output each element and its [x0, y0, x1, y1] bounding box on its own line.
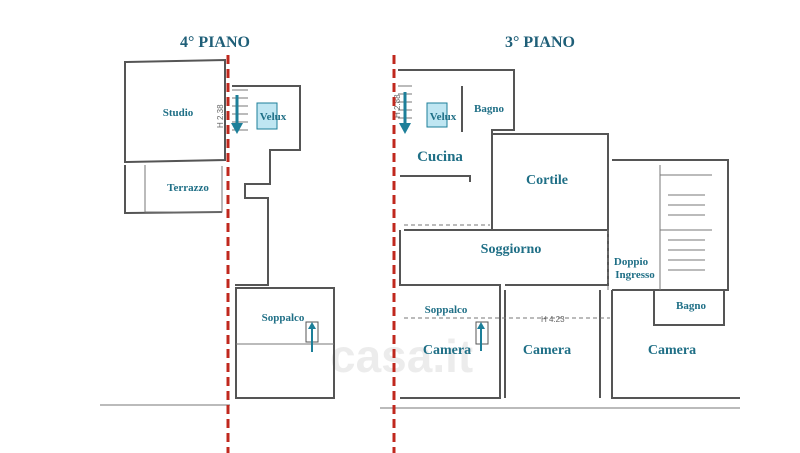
- height-label: H 2.88: [393, 94, 402, 118]
- room-label: Cucina: [417, 149, 463, 165]
- stair-soppalco-3: [475, 321, 489, 351]
- room-label: Bagno: [676, 300, 706, 312]
- stair-4: [231, 89, 248, 134]
- height-label: H 2.38: [216, 104, 225, 128]
- room-label: Camera: [423, 343, 471, 358]
- stair-soppalco-4: [305, 321, 319, 352]
- floor-3-walls: [380, 69, 740, 409]
- room-label: Studio: [163, 107, 194, 119]
- room-label: Velux: [430, 111, 457, 123]
- room-label: Velux: [260, 111, 287, 123]
- height-label: H 4.23: [541, 315, 565, 324]
- floor-title: 3° PIANO: [505, 34, 575, 51]
- room-label: Doppio: [614, 256, 649, 268]
- velux-window-4: [256, 102, 278, 130]
- room-label: Camera: [648, 343, 696, 358]
- watermark: casa.it: [330, 330, 473, 382]
- room-label: Ingresso: [615, 269, 655, 281]
- floor-4-walls: [100, 58, 335, 406]
- floor-title: 4° PIANO: [180, 34, 250, 51]
- room-label: Soppalco: [425, 304, 468, 316]
- room-label: Cortile: [526, 173, 568, 188]
- room-label: Bagno: [474, 103, 504, 115]
- stair-3: [398, 85, 412, 134]
- room-label: Terrazzo: [167, 182, 209, 194]
- room-label: Soggiorno: [481, 242, 542, 257]
- room-label: Camera: [523, 343, 571, 358]
- room-label: Soppalco: [262, 312, 305, 324]
- velux-window-3: [426, 102, 448, 128]
